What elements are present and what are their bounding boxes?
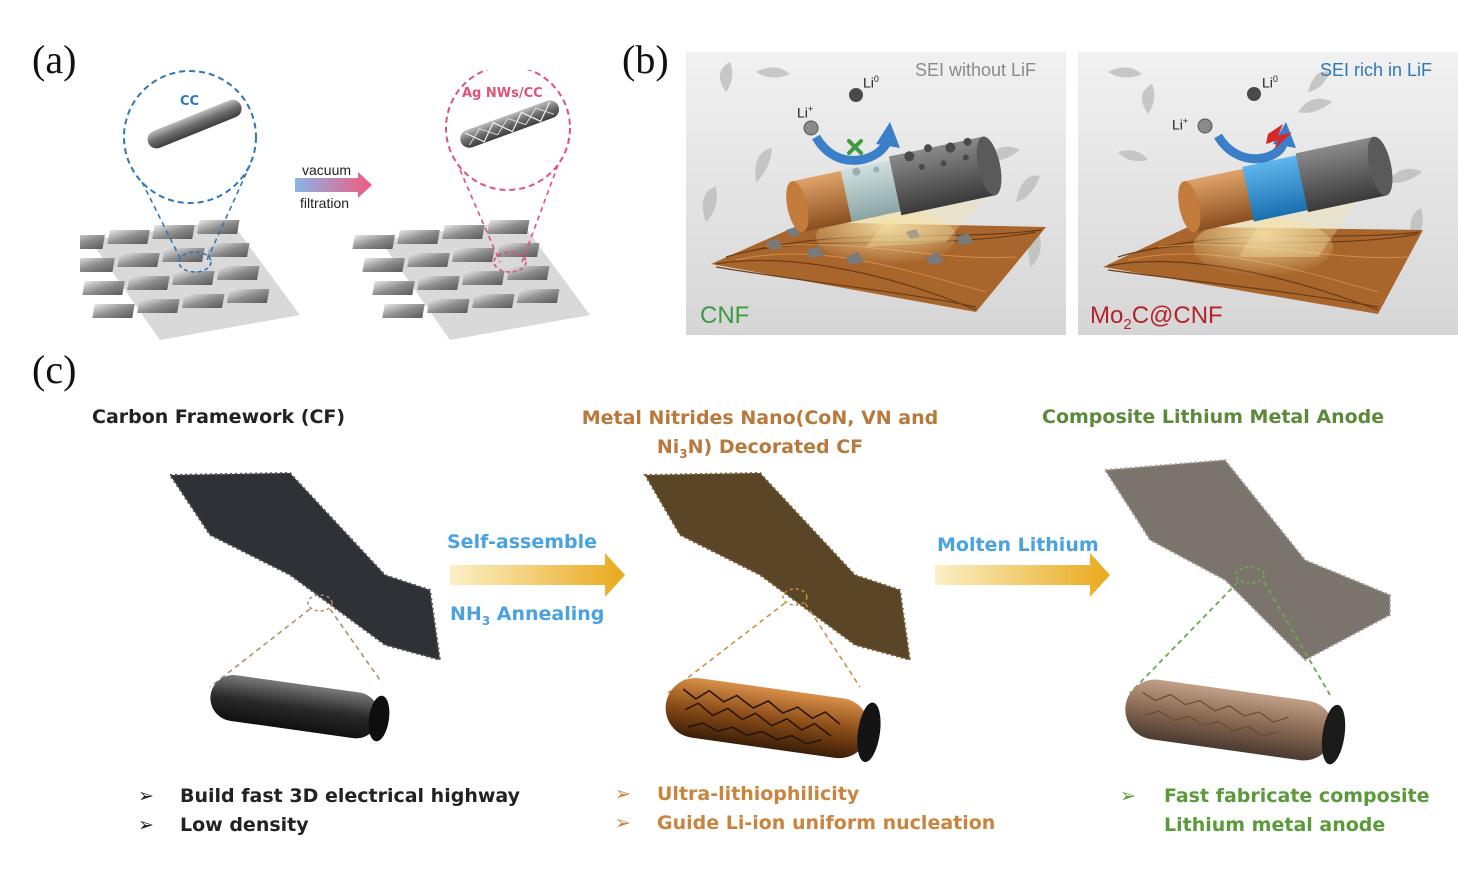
- agnws-zoom-circle: [445, 70, 571, 273]
- mo2c-cnf-label: Mo2C@CNF: [1090, 302, 1223, 333]
- carbon-fiber-cylinder: [210, 675, 390, 742]
- mo2c-name-b: C@CNF: [1131, 302, 1223, 329]
- col3-bullet-list: ➢ Fast fabricate composite Lithium metal …: [1120, 782, 1430, 840]
- ni3n-sub: 3: [679, 446, 688, 461]
- cnf-fiber-cylinder: [786, 136, 1002, 233]
- cnf-li-zero-label: Li0: [863, 74, 879, 91]
- woven-carbon-cloth-left: [80, 220, 300, 340]
- metal-nitrides-title-line1: Metal Nitrides Nano(CoN, VN and: [581, 407, 939, 429]
- sei-rich-lif-title: SEI rich in LiF: [1320, 60, 1433, 80]
- carbon-framework-sheet: [168, 471, 442, 662]
- bullet-arrow-icon: ➢: [1120, 785, 1136, 807]
- panel-a-diagram: [80, 70, 590, 340]
- mo2c-name-a: Mo: [1090, 302, 1124, 329]
- agnws-cc-label: Ag NWs/CC: [462, 86, 543, 101]
- arrow-top-label: vacuum: [302, 162, 352, 178]
- col1-bullet-2-text: Low density: [180, 814, 309, 836]
- bullet-arrow-icon: ➢: [138, 814, 154, 836]
- vacuum-filtration-arrow: [295, 172, 372, 198]
- col3-bullet-1-text: Fast fabricate composite: [1164, 785, 1430, 807]
- molten-lithium-arrow: [935, 553, 1110, 597]
- mo2c-li-plus-label: Li+: [1172, 116, 1188, 133]
- ni3n-a: Ni: [656, 436, 680, 458]
- panel-c-diagram: [168, 458, 1391, 765]
- col2-bullet-1: ➢ Ultra-lithiophilicity: [615, 780, 995, 809]
- mo2c-fiber-cylinder: [1178, 136, 1393, 233]
- col3-bullet-1-text-cont: Lithium metal anode: [1164, 814, 1386, 836]
- arrow-bottom-label: filtration: [300, 195, 350, 211]
- col3-bullet-1-cont: Lithium metal anode: [1120, 811, 1430, 840]
- col2-bullet-1-text: Ultra-lithiophilicity: [657, 783, 860, 805]
- cc-label: CC: [180, 94, 200, 109]
- col2-bullet-2-text: Guide Li-ion uniform nucleation: [657, 812, 996, 834]
- cnf-li-zero-sup: 0: [873, 74, 879, 84]
- nh3-sub: 3: [481, 613, 491, 628]
- col3-bullet-1: ➢ Fast fabricate composite: [1120, 782, 1430, 811]
- panel-b-cnf-illustration: [686, 52, 1066, 335]
- col1-bullet-1-text: Build fast 3D electrical highway: [180, 785, 521, 807]
- woven-carbon-cloth-right: [352, 220, 590, 340]
- bullet-arrow-icon: ➢: [138, 785, 154, 807]
- mo2c-mat: [1103, 217, 1423, 314]
- mo2c-li-zero-label: Li0: [1262, 74, 1278, 91]
- composite-lithium-anode-sheet: [1103, 458, 1391, 662]
- panel-a-letter: (a): [32, 37, 77, 82]
- mo2c-li-plus-text: Li: [1172, 116, 1183, 133]
- col1-bullet-list: ➢ Build fast 3D electrical highway ➢ Low d…: [138, 782, 520, 840]
- metal-nitride-cf-sheet: [643, 471, 912, 662]
- cnf-li-plus-text: Li: [797, 104, 808, 121]
- bullet-arrow-icon: ➢: [615, 783, 631, 805]
- col2-bullet-2: ➢ Guide Li-ion uniform nucleation: [615, 809, 995, 838]
- carbon-framework-title: Carbon Framework (CF): [92, 406, 346, 428]
- col1-bullet-1: ➢ Build fast 3D electrical highway: [138, 782, 520, 811]
- blocked-x-icon: [847, 139, 863, 155]
- bullet-arrow-icon: ➢: [615, 812, 631, 834]
- self-assemble-label: Self-assemble: [447, 531, 598, 553]
- composite-anode-title: Composite Lithium Metal Anode: [1042, 406, 1385, 428]
- col2-bullet-list: ➢ Ultra-lithiophilicity ➢ Guide Li-ion uni…: [615, 780, 995, 838]
- molten-lithium-label: Molten Lithium: [937, 534, 1099, 556]
- nh3-a: NH: [450, 603, 482, 625]
- panel-b-letter: (b): [622, 37, 669, 82]
- sei-without-lif-title: SEI without LiF: [915, 60, 1037, 80]
- cnf-li-zero-text: Li: [863, 74, 874, 91]
- col1-bullet-2: ➢ Low density: [138, 811, 520, 840]
- panel-b-mo2c-illustration: [1078, 52, 1458, 335]
- cnf-label: CNF: [700, 302, 750, 329]
- cnf-li-plus-sup: +: [807, 104, 814, 114]
- mo2c-li-zero-text: Li: [1262, 74, 1273, 91]
- self-assemble-arrow: [450, 553, 625, 597]
- panel-c-letter: (c): [32, 347, 77, 392]
- metal-nitrides-title: Metal Nitrides Nano(CoN, VN and Ni3N) De…: [540, 404, 980, 469]
- nh3-annealing-label: NH3 Annealing: [450, 603, 604, 628]
- ni3n-b: N) Decorated CF: [687, 436, 864, 458]
- nh3-b: Annealing: [490, 603, 605, 625]
- mo2c-li-zero-sup: 0: [1272, 74, 1278, 84]
- mo2c-name-sub: 2: [1123, 315, 1132, 333]
- cnf-mat: [711, 209, 1046, 312]
- cc-zoom-circle: [123, 70, 257, 273]
- metal-nitride-fiber-cylinder: [665, 677, 881, 763]
- lightning-icon: [1266, 124, 1292, 150]
- cnf-li-plus-label: Li+: [797, 104, 813, 121]
- composite-lithium-fiber-cylinder: [1125, 679, 1346, 765]
- mo2c-li-plus-sup: +: [1182, 116, 1189, 126]
- metal-nitrides-title-line2: Ni3N) Decorated CF: [540, 433, 980, 469]
